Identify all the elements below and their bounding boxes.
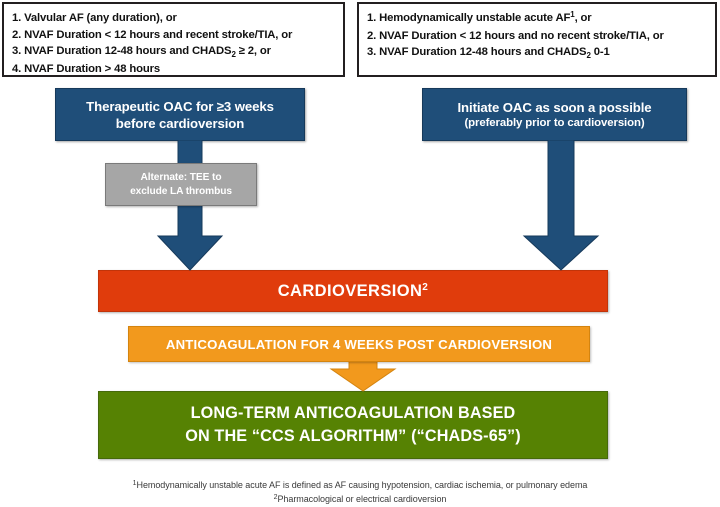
anticoagulation-4-weeks-box: ANTICOAGULATION FOR 4 WEEKS POST CARDIOV… bbox=[128, 326, 590, 362]
left-criteria-line-4: 4. NVAF Duration > 48 hours bbox=[12, 62, 160, 75]
right-blue-arrow bbox=[518, 140, 604, 272]
therapeutic-oac-box: Therapeutic OAC for ≥3 weeks before card… bbox=[55, 88, 305, 141]
long-term-line-2: ON THE “CCS ALGORITHM” (“CHADS-65”) bbox=[185, 427, 521, 445]
right-criteria-line-1: 1. Hemodynamically unstable acute AF1, o… bbox=[367, 10, 592, 24]
long-term-anticoagulation-box: LONG-TERM ANTICOAGULATION BASED ON THE “… bbox=[98, 391, 608, 459]
right-criteria-line-2: 2. NVAF Duration < 12 hours and no recen… bbox=[367, 29, 664, 42]
initiate-oac-box: Initiate OAC as soon a possible (prefera… bbox=[422, 88, 687, 141]
cardioversion-label: CARDIOVERSION2 bbox=[277, 281, 429, 300]
footnote-1-text: Hemodynamically unstable acute AF is def… bbox=[136, 480, 588, 490]
footnote-1: 1Hemodynamically unstable acute AF is de… bbox=[0, 479, 720, 493]
right-criteria-line-3: 3. NVAF Duration 12-48 hours and CHADS2 … bbox=[367, 46, 610, 60]
right-criteria-box: 1. Hemodynamically unstable acute AF1, o… bbox=[357, 2, 717, 77]
cardioversion-box: CARDIOVERSION2 bbox=[98, 270, 608, 312]
left-criteria-line-1: 1. Valvular AF (any duration), or bbox=[12, 12, 177, 24]
alternate-tee-box: Alternate: TEE to exclude LA thrombus bbox=[105, 163, 257, 206]
anticoagulation-4-weeks-label: ANTICOAGULATION FOR 4 WEEKS POST CARDIOV… bbox=[165, 336, 553, 352]
left-criteria-line-2: 2. NVAF Duration < 12 hours and recent s… bbox=[12, 28, 293, 41]
footnotes: 1Hemodynamically unstable acute AF is de… bbox=[0, 479, 720, 507]
left-criteria-line-3: 3. NVAF Duration 12-48 hours and CHADS2 … bbox=[12, 45, 271, 59]
footnote-2-marker: 2 bbox=[273, 494, 278, 501]
left-criteria-box: 1. Valvular AF (any duration), or 2. NVA… bbox=[2, 2, 345, 77]
footnote-1-marker: 1 bbox=[132, 480, 137, 487]
alternate-tee-line-2: exclude LA thrombus bbox=[130, 185, 232, 197]
footnote-2: 2Pharmacological or electrical cardiover… bbox=[0, 493, 720, 507]
footnote-2-text: Pharmacological or electrical cardiovers… bbox=[277, 494, 447, 504]
alternate-tee-line-1: Alternate: TEE to bbox=[140, 171, 222, 183]
left-blue-arrow bbox=[152, 140, 228, 272]
therapeutic-oac-line-2: before cardioversion bbox=[115, 115, 245, 131]
initiate-oac-line-1: Initiate OAC as soon a possible bbox=[457, 99, 652, 115]
long-term-line-1: LONG-TERM ANTICOAGULATION BASED bbox=[190, 404, 516, 422]
therapeutic-oac-line-1: Therapeutic OAC for ≥3 weeks bbox=[86, 98, 274, 114]
initiate-oac-line-2: (preferably prior to cardioversion) bbox=[464, 116, 645, 129]
